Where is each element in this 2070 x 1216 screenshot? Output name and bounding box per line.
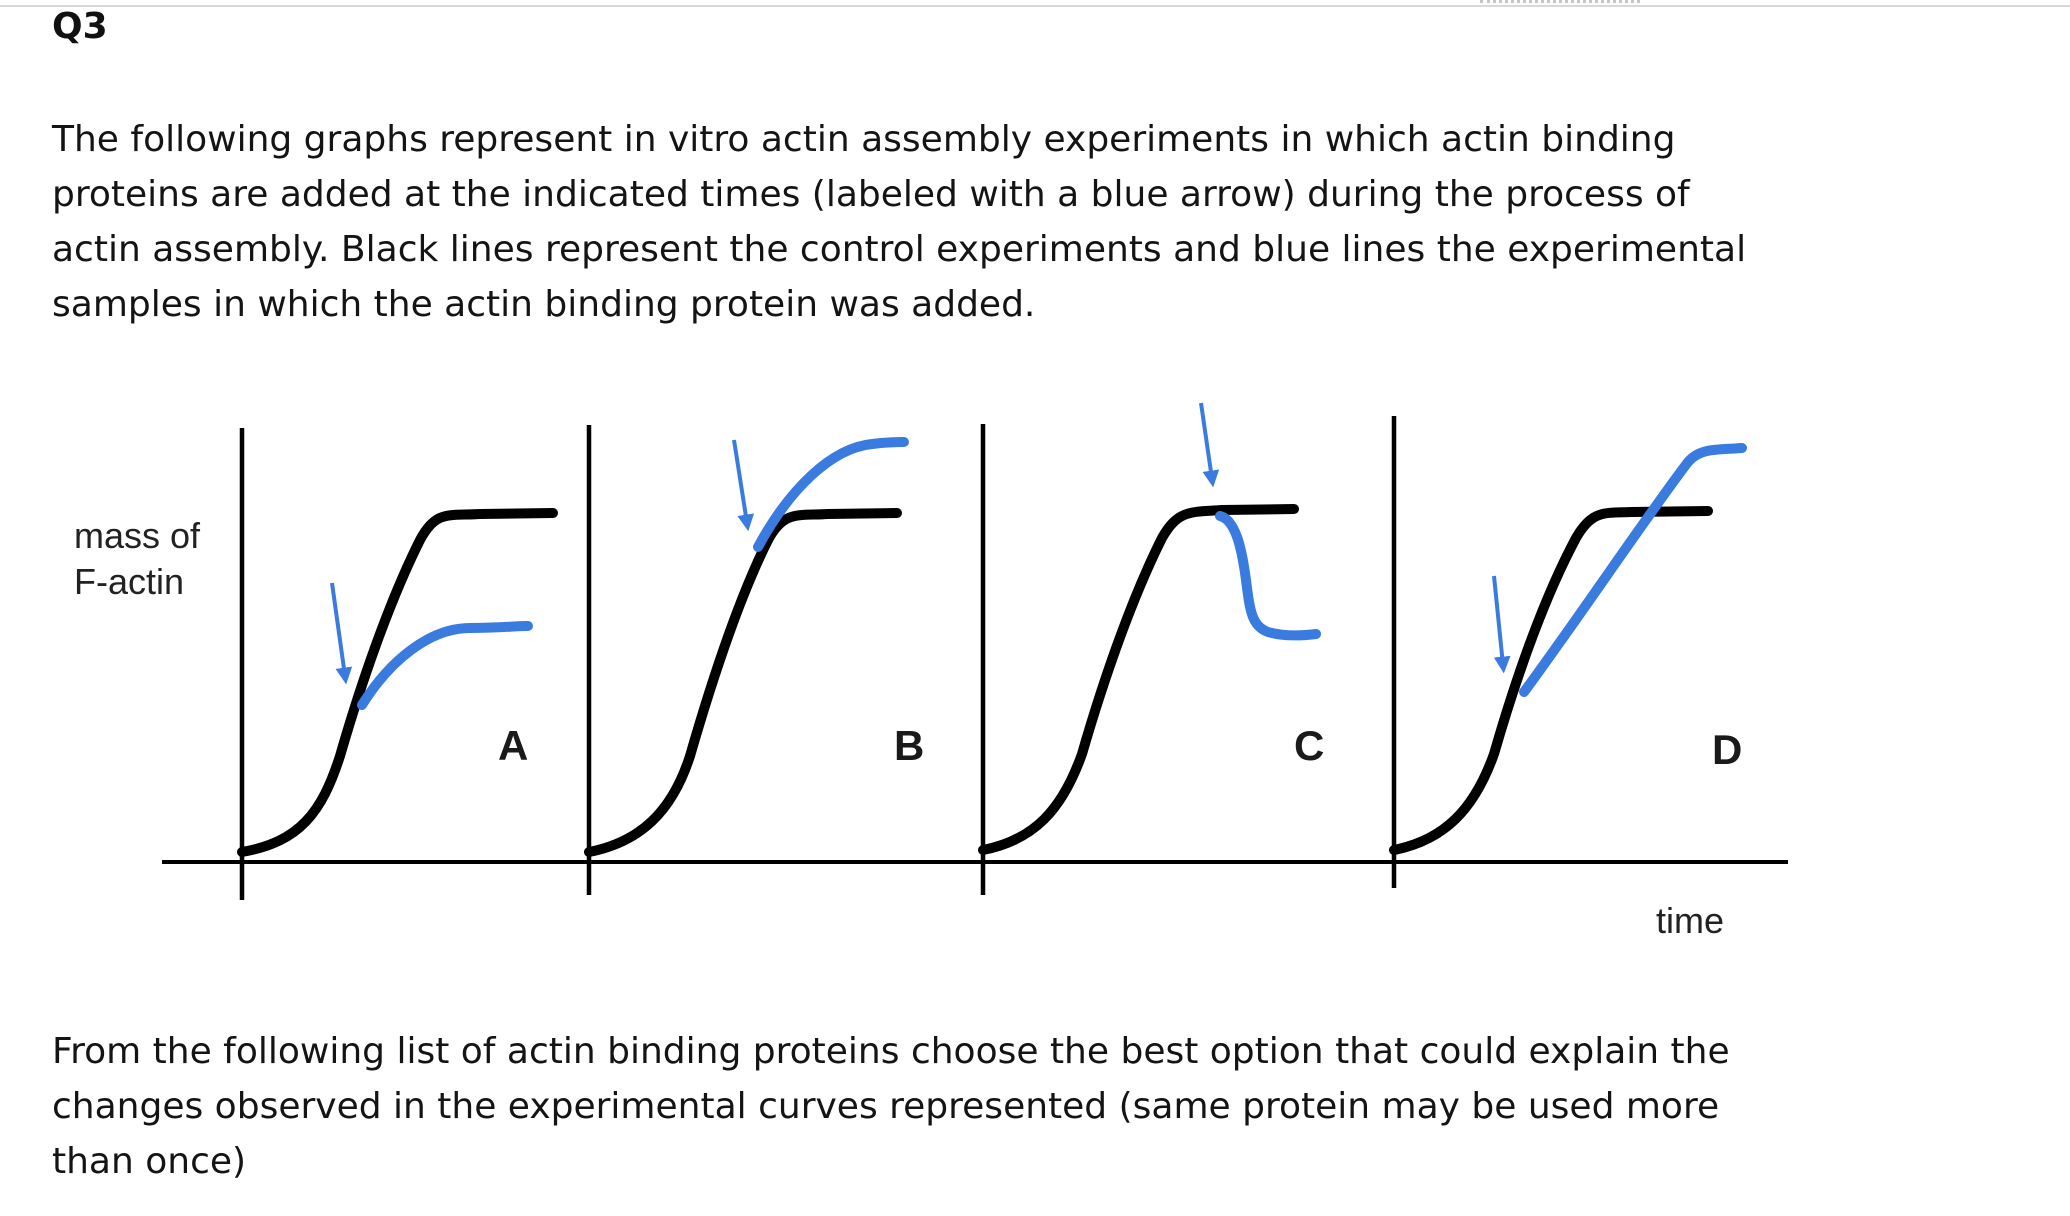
question-number: Q3 <box>52 6 108 47</box>
panel-a-experimental-curve <box>357 621 533 710</box>
panel-d-label: D <box>1712 726 1743 773</box>
intro-line: proteins are added at the indicated time… <box>52 174 1690 215</box>
page-top-rule <box>0 5 2070 7</box>
panel-b-experimental-curve <box>753 437 909 552</box>
prompt-line: From the following list of actin binding… <box>52 1031 1730 1072</box>
panel-a-control-curve <box>237 508 558 857</box>
y-axis-label: mass of F-actin <box>74 513 200 605</box>
panel-b-addition-arrow <box>732 439 754 532</box>
y-axis-label-line: F-actin <box>74 561 185 602</box>
prompt-line: changes observed in the experimental cur… <box>52 1086 1720 1127</box>
page-top-dotted-mark <box>1480 0 1640 3</box>
intro-line: The following graphs represent in vitro … <box>52 119 1676 160</box>
actin-assembly-figure: mass of F-actin time A B C D <box>0 380 2070 960</box>
actin-assembly-graphs <box>162 402 1788 900</box>
panel-a-addition-arrow <box>330 582 353 685</box>
intro-line: samples in which the actin binding prote… <box>52 284 1036 325</box>
x-axis-label: time <box>1656 900 1725 941</box>
y-axis-label-line: mass of <box>74 515 201 556</box>
panel-c-addition-arrow <box>1199 402 1220 488</box>
panel-c-control-curve <box>978 504 1299 855</box>
intro-line: actin assembly. Black lines represent th… <box>52 229 1747 270</box>
prompt-line: than once) <box>52 1141 247 1182</box>
question-intro: The following graphs represent in vitro … <box>52 112 1852 332</box>
panel-d-control-curve <box>1389 506 1713 855</box>
panel-c-label: C <box>1294 722 1325 769</box>
panel-d-addition-arrow <box>1492 575 1511 674</box>
question-prompt: From the following list of actin binding… <box>52 1024 1852 1189</box>
panel-d-experimental-curve <box>1519 443 1747 697</box>
panel-a-label: A <box>498 722 529 769</box>
panel-c-experimental-curve <box>1215 511 1321 641</box>
panel-b-label: B <box>894 722 925 769</box>
panel-b-control-curve <box>584 508 902 857</box>
